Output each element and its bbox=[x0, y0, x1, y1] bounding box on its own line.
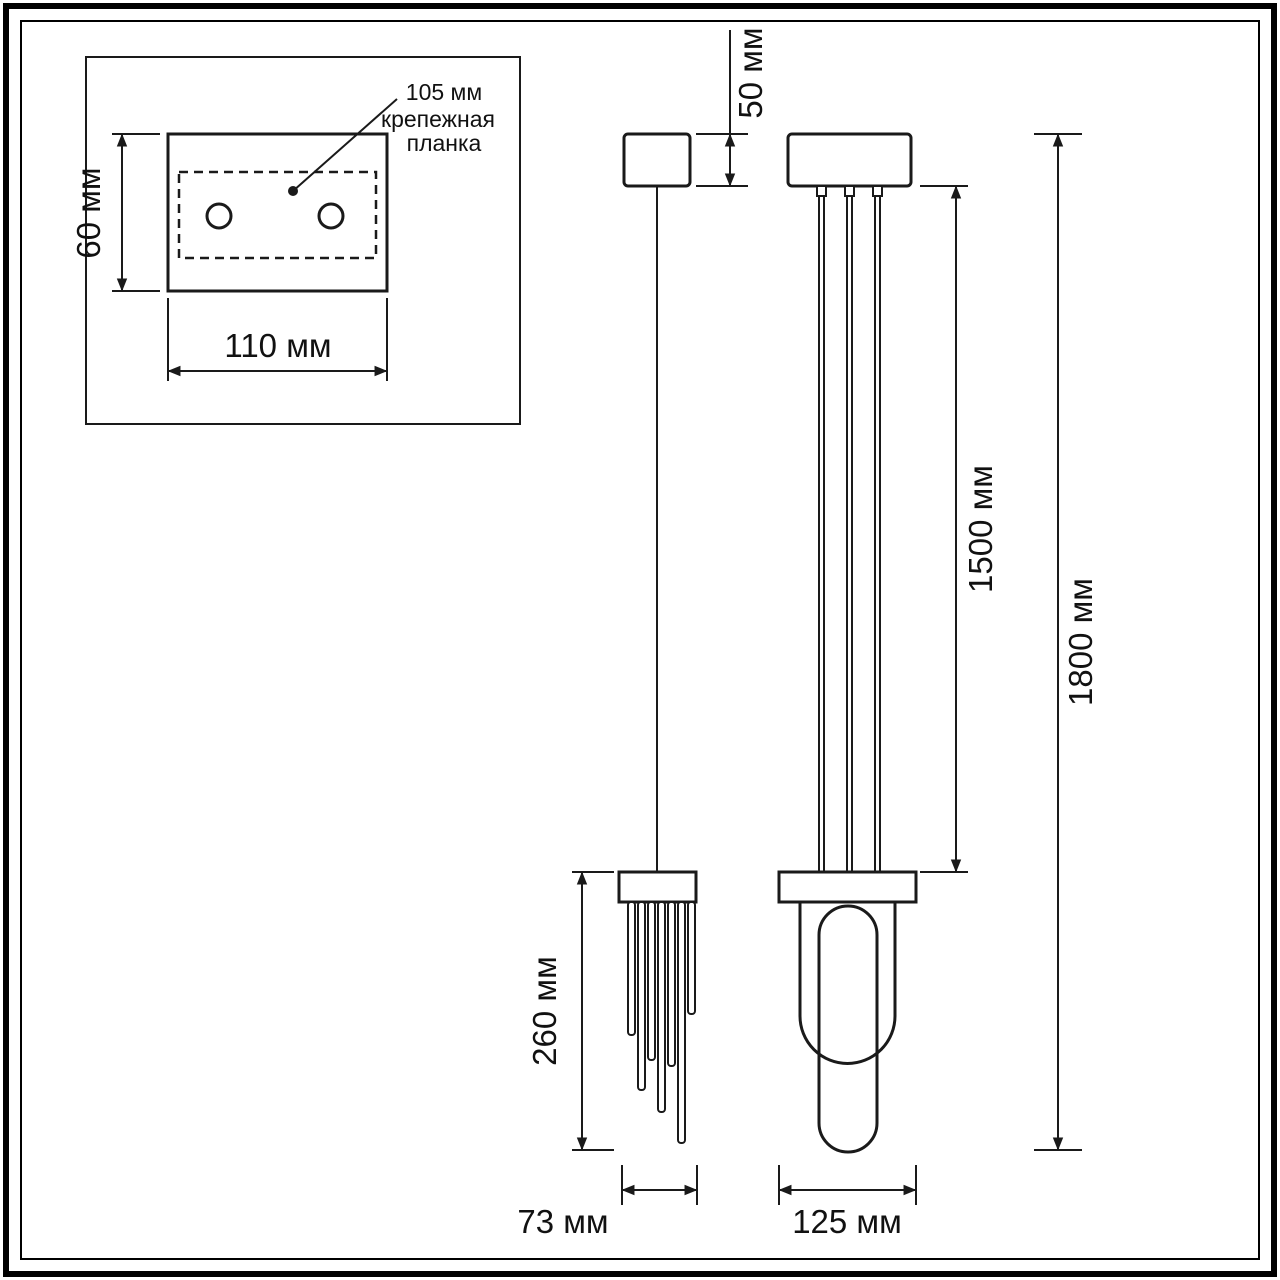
side-tube-1 bbox=[627, 901, 636, 1036]
lamp-side-view bbox=[617, 132, 698, 1144]
dim-50-label: 50 мм bbox=[732, 27, 769, 118]
front-rod-3 bbox=[874, 195, 881, 873]
front-rod-1 bbox=[818, 195, 825, 873]
dim-60-label: 60 мм bbox=[70, 167, 107, 258]
side-tube-6 bbox=[677, 901, 686, 1144]
mounting-bracket-dashed-outline bbox=[177, 170, 378, 260]
dimension-260mm: 260 мм bbox=[526, 871, 614, 1151]
leader-line bbox=[292, 98, 398, 192]
dimension-60mm: 60 мм bbox=[70, 133, 160, 292]
side-holder bbox=[617, 870, 698, 904]
front-rod-2 bbox=[846, 195, 853, 873]
dim-1500-label: 1500 мм bbox=[962, 465, 999, 593]
side-tube-2 bbox=[637, 901, 646, 1091]
side-canopy bbox=[622, 132, 692, 188]
dim-73-label: 73 мм bbox=[517, 1203, 608, 1240]
dimension-110mm: 110 мм bbox=[167, 298, 388, 381]
plate-name-line1: крепежная bbox=[381, 106, 495, 132]
side-tube-3 bbox=[647, 901, 656, 1061]
dimension-1500mm: 1500 мм bbox=[920, 185, 999, 873]
front-canopy bbox=[786, 132, 913, 188]
front-rod-fitting-3 bbox=[872, 185, 883, 197]
dim-260-label: 260 мм bbox=[526, 956, 563, 1066]
front-rod-fitting-2 bbox=[844, 185, 855, 197]
mounting-plate-rect bbox=[166, 132, 389, 293]
dim-1800-label: 1800 мм bbox=[1062, 578, 1099, 706]
side-tube-4 bbox=[657, 901, 666, 1113]
plate-spacing-label: 105 мм bbox=[406, 79, 482, 105]
lamp-front-view bbox=[777, 132, 918, 1154]
front-outer-shade bbox=[798, 902, 897, 1065]
dimension-50mm: 50 мм bbox=[696, 27, 769, 187]
dim-110-label: 110 мм bbox=[224, 327, 331, 364]
mounting-hole-left bbox=[205, 202, 233, 230]
front-holder-bar bbox=[777, 870, 918, 904]
front-rod-fitting-1 bbox=[816, 185, 827, 197]
mounting-hole-right bbox=[317, 202, 345, 230]
dimension-125mm: 125 мм bbox=[778, 1165, 917, 1240]
plate-name-line2: планка bbox=[407, 130, 482, 156]
frame-outer bbox=[3, 3, 1277, 1277]
mounting-plate-inset: 105 мм крепежная планка 60 мм 110 мм bbox=[70, 56, 521, 425]
dimension-73mm: 73 мм bbox=[517, 1165, 698, 1240]
side-tube-7 bbox=[687, 901, 696, 1015]
side-tube-5 bbox=[667, 901, 676, 1067]
dimension-1800mm: 1800 мм bbox=[1034, 133, 1099, 1151]
front-inner-shade bbox=[817, 904, 879, 1154]
dim-125-label: 125 мм bbox=[792, 1203, 902, 1240]
inset-box bbox=[85, 56, 521, 425]
frame-inner bbox=[20, 20, 1260, 1260]
